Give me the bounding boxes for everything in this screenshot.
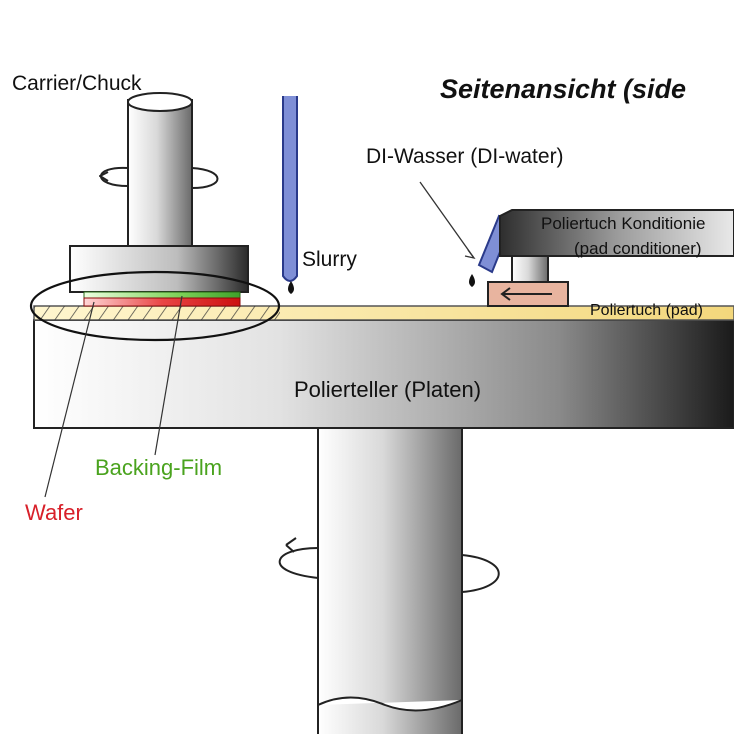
view-title: Seitenansicht (side [440,74,687,104]
pad-contact-zone [34,306,280,320]
backing-film [83,291,241,299]
conditioner-sublabel: (pad conditioner) [574,239,702,258]
wafer-leader-line [44,301,95,498]
backing-leader-line [154,295,183,456]
flow-arrow-icon [500,287,552,301]
conditioner-label: Poliertuch Konditionie [541,214,706,233]
droplet-icon [469,274,475,287]
platen-shaft [317,427,463,734]
rotation-arrow-icon [99,166,219,189]
pad-conditioner [487,209,734,307]
pad-label: Poliertuch (pad) [590,302,703,319]
carrier-label: Carrier/Chuck [12,72,142,95]
wafer-label: Wafer [25,500,83,525]
slurry-tube [282,96,298,294]
backing-film-label: Backing-Film [95,455,223,480]
wafer [83,297,241,307]
di-water-leader-line [419,181,475,259]
di-water-label: DI-Wasser (DI-water) [366,145,564,168]
carrier-shaft [127,92,193,247]
slurry-label: Slurry [302,248,357,271]
rotation-arrow-icon [278,537,500,593]
detail-highlight-ellipse [29,270,281,342]
droplet-icon [288,281,294,294]
platen [33,319,734,429]
carrier-head [69,245,249,293]
platen-label: Polierteller (Platen) [294,377,482,402]
